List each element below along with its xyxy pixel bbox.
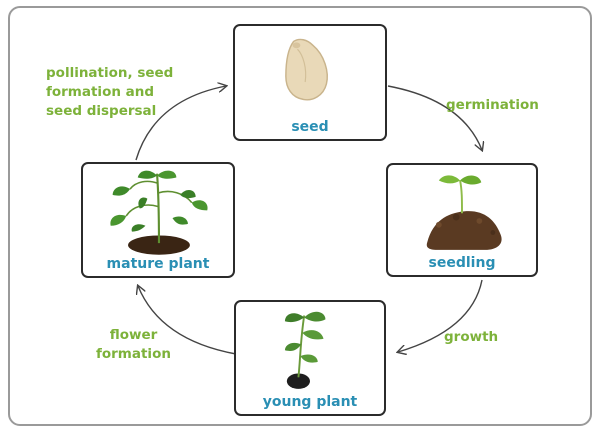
stage-mature-plant: mature plant: [81, 162, 235, 278]
stage-seed: seed: [233, 24, 387, 141]
transition-pollination-line-3: seed dispersal: [46, 102, 173, 121]
stage-young-plant: young plant: [234, 300, 386, 416]
transition-pollination-line-2: formation and: [46, 83, 173, 102]
transition-pollination-line-1: pollination, seed: [46, 64, 173, 83]
stage-seedling: seedling: [386, 163, 538, 277]
stage-label-seed: seed: [235, 119, 385, 135]
transition-growth: growth: [444, 328, 498, 347]
stage-label-mature-plant: mature plant: [83, 256, 233, 272]
stage-label-young-plant: young plant: [236, 394, 384, 410]
transition-flower-formation-line-1: flower: [96, 326, 171, 345]
transition-flower-formation-line-2: formation: [96, 345, 171, 364]
stage-label-seedling: seedling: [388, 255, 536, 271]
transition-pollination: pollination, seed formation and seed dis…: [46, 64, 173, 121]
transition-germination: germination: [446, 96, 539, 115]
transition-flower-formation: flower formation: [96, 326, 171, 364]
